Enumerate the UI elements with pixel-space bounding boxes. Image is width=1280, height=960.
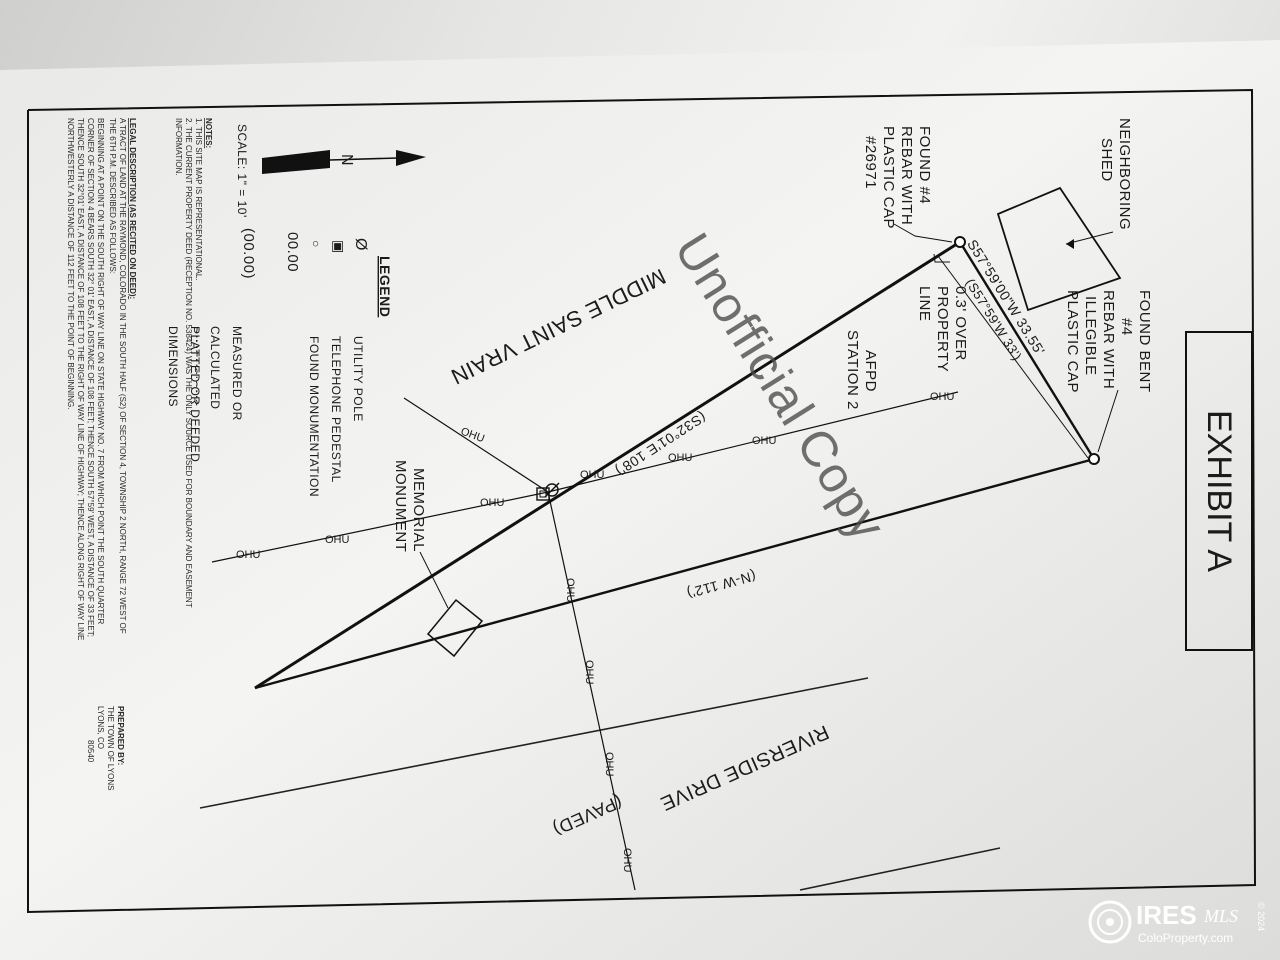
paper-sheet bbox=[0, 40, 1280, 960]
svg-text:NEIGHBORING: NEIGHBORING bbox=[1116, 118, 1133, 230]
property-line-offset bbox=[937, 255, 1089, 459]
property-line-leader bbox=[933, 253, 950, 263]
ires-site: ColoProperty.com bbox=[1138, 931, 1233, 945]
svg-text:THE TOWN OF LYONS: THE TOWN OF LYONS bbox=[106, 706, 115, 790]
svg-text:PLASTIC CAP: PLASTIC CAP bbox=[880, 126, 897, 229]
svg-text:LINE: LINE bbox=[916, 286, 933, 321]
found-bent-rebar-label: FOUND BENT #4 REBAR WITH ILLEGIBLE PLAST… bbox=[1064, 290, 1153, 393]
legal-title: LEGAL DESCRIPTION (AS RECITED ON DEED): bbox=[128, 118, 137, 299]
scale-label: SCALE: 1" = 10' bbox=[235, 124, 249, 218]
ires-mls-logo: IRES MLS ColoProperty.com © 2024 bbox=[1088, 900, 1266, 945]
overhead-utility-lines bbox=[211, 391, 959, 891]
drawing-border bbox=[27, 88, 1257, 914]
svg-text:FOUND MONUMENTATION: FOUND MONUMENTATION bbox=[307, 336, 321, 497]
svg-text:A TRACT OF LAND AT THE RAYMOND: A TRACT OF LAND AT THE RAYMOND, COLORADO… bbox=[118, 118, 127, 634]
ohu-label: OHU bbox=[603, 752, 615, 777]
ohu-label: OHU bbox=[325, 534, 350, 546]
svg-text:▣: ▣ bbox=[331, 240, 347, 254]
svg-text:REBAR WITH: REBAR WITH bbox=[898, 126, 915, 225]
svg-text:00.00: 00.00 bbox=[284, 232, 301, 272]
svg-text:PROPERTY: PROPERTY bbox=[934, 286, 951, 372]
memorial-monument-label: MEMORIAL MONUMENT bbox=[392, 460, 427, 552]
afpd-station-label: AFPD STATION 2 bbox=[844, 330, 879, 410]
exhibit-title: EXHIBIT A bbox=[1200, 410, 1238, 572]
svg-text:LYONS, CO: LYONS, CO bbox=[96, 706, 105, 749]
surveyor-block: PREPARED BY: THE TOWN OF LYONS LYONS, CO… bbox=[86, 706, 125, 790]
svg-text:2. THE CURRENT PROPERTY DEED: 2. THE CURRENT PROPERTY DEED (RECEPTION … bbox=[184, 118, 193, 608]
svg-text:MONUMENT: MONUMENT bbox=[392, 460, 409, 552]
telephone-pedestal-symbol bbox=[536, 487, 550, 501]
svg-text:1. THIS SITE MAP IS REPRESENT: 1. THIS SITE MAP IS REPRESENTATIONAL. bbox=[194, 118, 203, 281]
svg-text:PLASTIC CAP: PLASTIC CAP bbox=[1064, 290, 1081, 393]
ohu-label: OHU bbox=[668, 452, 693, 464]
svg-text:REBAR WITH: REBAR WITH bbox=[1100, 290, 1117, 389]
svg-text:THENCE SOUTH 32°01' EAST, A DI: THENCE SOUTH 32°01' EAST, A DISTANCE OF … bbox=[76, 118, 85, 640]
boundary-line-nw bbox=[254, 457, 1095, 690]
memorial-monument-symbol bbox=[419, 551, 484, 658]
svg-text:AFPD: AFPD bbox=[862, 350, 879, 392]
utility-pole-symbol bbox=[544, 482, 560, 498]
notes-title: NOTES: bbox=[204, 118, 213, 148]
svg-text:NORTHWESTERLY A DISTANCE OF 11: NORTHWESTERLY A DISTANCE OF 112 FEET TO … bbox=[66, 118, 75, 409]
svg-text:MEMORIAL: MEMORIAL bbox=[410, 468, 427, 552]
notes-block: NOTES: 1. THIS SITE MAP IS REPRESENTATIO… bbox=[174, 118, 213, 608]
road-edge-north bbox=[199, 677, 869, 809]
found-monument-north bbox=[954, 236, 966, 248]
svg-text:0.3' OVER: 0.3' OVER bbox=[952, 286, 969, 361]
svg-text:#26971: #26971 bbox=[862, 136, 879, 189]
ires-copyright: © 2024 bbox=[1256, 902, 1266, 931]
ohu-label: OHU bbox=[752, 435, 777, 447]
ires-mls: MLS bbox=[1203, 906, 1238, 926]
ohu-label: OHU bbox=[480, 497, 505, 509]
found-rebar-leader bbox=[893, 223, 953, 243]
legal-description-block: LEGAL DESCRIPTION (AS RECITED ON DEED): … bbox=[66, 118, 137, 640]
found-rebar-label: FOUND #4 REBAR WITH PLASTIC CAP #26971 bbox=[862, 126, 933, 229]
svg-text:CORNER OF SECTION 4 BEARS SOUT: CORNER OF SECTION 4 BEARS SOUTH 32° 01' … bbox=[86, 118, 95, 637]
svg-text:FOUND BENT: FOUND BENT bbox=[1136, 290, 1153, 393]
legend-title: LEGEND bbox=[377, 256, 393, 317]
svg-text:#4: #4 bbox=[1118, 318, 1135, 336]
ires-seal-icon bbox=[1088, 900, 1132, 944]
ohu-label: OHU bbox=[583, 660, 595, 685]
legend: LEGEND Ø UTILITY POLE ▣ TELEPHONE PEDEST… bbox=[166, 228, 393, 497]
legend-item-deeded-dimensions: (00.00) PLATTED OR DEEDED DIMENSIONS bbox=[166, 228, 257, 462]
legend-item-found-monumentation: ○ FOUND MONUMENTATION bbox=[307, 240, 323, 497]
exhibit-title-box: EXHIBIT A bbox=[1185, 331, 1253, 651]
svg-text:80540: 80540 bbox=[86, 740, 95, 763]
legend-item-measured-dimensions: 00.00 MEASURED OR CALCULATED DIMENSIONS bbox=[196, 232, 301, 421]
svg-text:PREPARED BY:: PREPARED BY: bbox=[116, 706, 125, 765]
svg-text:STATION 2: STATION 2 bbox=[844, 330, 861, 410]
ohu-label: OHU bbox=[564, 578, 576, 603]
svg-text:○: ○ bbox=[309, 240, 323, 248]
found-monument-east bbox=[1088, 453, 1100, 465]
boundary-line-se bbox=[254, 240, 961, 690]
north-label: N bbox=[338, 154, 355, 166]
neighboring-shed-label: NEIGHBORING SHED bbox=[1098, 118, 1133, 230]
svg-text:TELEPHONE PEDESTAL: TELEPHONE PEDESTAL bbox=[329, 336, 343, 483]
north-arrow: N bbox=[262, 150, 426, 174]
ohu-label: OHU bbox=[930, 391, 955, 403]
ohu-labels: OHU OHU OHU OHU OHU OHU OHU OHU OHU OHU … bbox=[236, 391, 955, 873]
ohu-label: OHU bbox=[621, 848, 633, 873]
neighboring-shed bbox=[996, 186, 1122, 312]
svg-text:ILLEGIBLE: ILLEGIBLE bbox=[1082, 296, 1099, 376]
road-edge-south bbox=[799, 847, 1001, 891]
boundary-line-sw bbox=[958, 241, 1096, 460]
property-line-label: 0.3' OVER PROPERTY LINE bbox=[916, 286, 969, 372]
legend-item-utility-pole: Ø UTILITY POLE bbox=[351, 238, 369, 422]
svg-text:BEGINNING AT A POINT ON THE SO: BEGINNING AT A POINT ON THE SOUTH RIGHT … bbox=[96, 118, 105, 625]
svg-text:Ø: Ø bbox=[352, 238, 369, 251]
ires-brand: IRES bbox=[1136, 900, 1197, 930]
svg-text:INFORMATION.: INFORMATION. bbox=[174, 118, 183, 176]
svg-text:(00.00): (00.00) bbox=[240, 228, 257, 279]
svg-text:THE 6TH P.M. DESCRIBED AS FOLL: THE 6TH P.M. DESCRIBED AS FOLLOWS: bbox=[108, 118, 117, 274]
found-bent-rebar-leader bbox=[1097, 389, 1119, 453]
svg-text:FOUND #4: FOUND #4 bbox=[916, 126, 933, 204]
legend-item-telephone-pedestal: ▣ TELEPHONE PEDESTAL bbox=[329, 240, 347, 483]
svg-text:UTILITY POLE: UTILITY POLE bbox=[351, 336, 365, 422]
ohu-label: OHU bbox=[236, 549, 261, 561]
ohu-label: OHU bbox=[580, 469, 605, 481]
svg-text:SHED: SHED bbox=[1098, 138, 1115, 182]
